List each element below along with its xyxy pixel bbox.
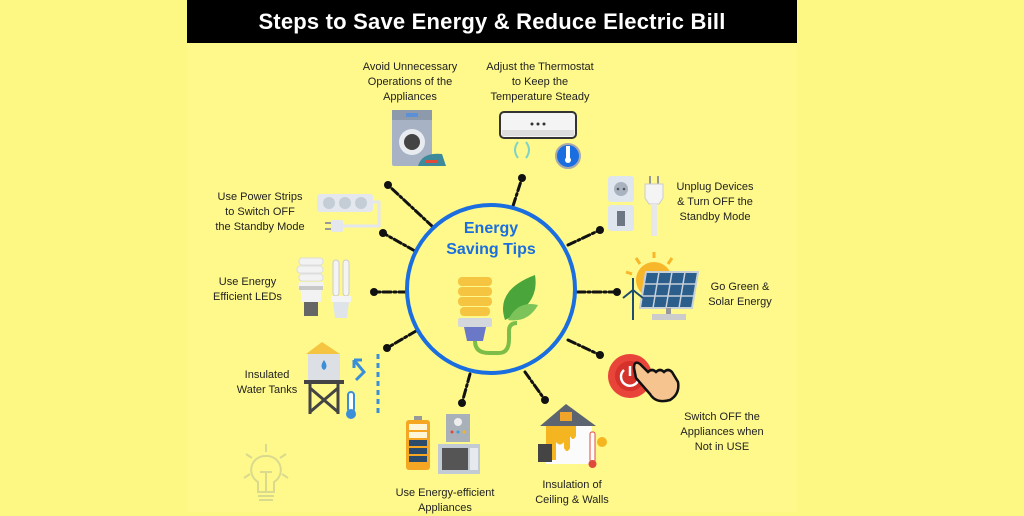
water-tower-thermometer-icon [304, 342, 380, 419]
tip-text: Adjust the Thermostat [486, 61, 594, 73]
tip-unplug: Unplug Devices & Turn OFF the Standby Mo… [665, 180, 765, 225]
tip-text: Insulation of [542, 479, 602, 491]
center-title: Energy Saving Tips [420, 218, 562, 260]
tip-text: Avoid Unnecessary [362, 61, 458, 73]
center-title-line2: Saving Tips [446, 241, 536, 258]
tip-solar: Go Green & Solar Energy [700, 280, 780, 310]
tip-text: Use Energy-efficient [395, 487, 495, 499]
air-conditioner-thermostat-icon [499, 111, 581, 169]
tip-text: Solar Energy [708, 296, 772, 308]
light-bulb-outline-icon [243, 444, 289, 501]
tip-text: Unplug Devices [676, 181, 754, 193]
tip-insulation: Insulation of Ceiling & Walls [522, 478, 622, 508]
tip-efficient-appliances: Use Energy-efficient Appliances [375, 486, 515, 516]
tip-text: & Turn OFF the [677, 196, 753, 208]
tip-text: Temperature Steady [490, 91, 590, 103]
tip-text: Standby Mode [679, 211, 751, 223]
tip-text: to Switch OFF [225, 206, 295, 218]
tip-text: Use Energy [218, 276, 277, 288]
tip-text: to Keep the [511, 76, 569, 88]
tip-text: Water Tanks [236, 384, 298, 396]
tip-avoid-operations: Avoid Unnecessary Operations of the Appl… [350, 60, 470, 105]
tip-text: Appliances [383, 91, 437, 103]
tip-text: Go Green & [710, 281, 770, 293]
tip-leds: Use Energy Efficient LEDs [205, 275, 290, 305]
page-title-text: Steps to Save Energy & Reduce Electric B… [258, 8, 726, 34]
tip-power-strips: Use Power Strips to Switch OFF the Stand… [205, 190, 315, 235]
tip-text: Ceiling & Walls [535, 494, 609, 506]
battery-microwave-icon [406, 414, 480, 474]
tip-text: Efficient LEDs [213, 291, 282, 303]
solar-panel-wind-turbine-icon [622, 252, 700, 320]
tip-text: Switch OFF the [684, 411, 760, 423]
tip-text: Not in USE [694, 441, 750, 453]
tip-text: Appliances [418, 502, 472, 514]
socket-plug-icon [608, 176, 664, 236]
tip-text: the Standby Mode [215, 221, 305, 233]
house-insulation-icon [538, 404, 607, 468]
tip-water-tanks: Insulated Water Tanks [222, 368, 312, 398]
washing-machine-iron-icon [392, 110, 446, 166]
cfl-bulbs-icon [296, 257, 351, 318]
power-strip-icon [317, 194, 381, 232]
tip-text: Insulated [244, 369, 290, 381]
power-button-hand-icon [608, 354, 680, 403]
tip-thermostat: Adjust the Thermostat to Keep the Temper… [475, 60, 605, 105]
tip-text: Operations of the [367, 76, 453, 88]
center-title-line1: Energy [463, 220, 519, 237]
tip-text: Appliances when [680, 426, 764, 438]
tip-text: Use Power Strips [217, 191, 303, 203]
page-title: Steps to Save Energy & Reduce Electric B… [187, 0, 797, 43]
tip-switch-off: Switch OFF the Appliances when Not in US… [672, 410, 772, 455]
cfl-bulb-leaf-icon [458, 275, 538, 355]
